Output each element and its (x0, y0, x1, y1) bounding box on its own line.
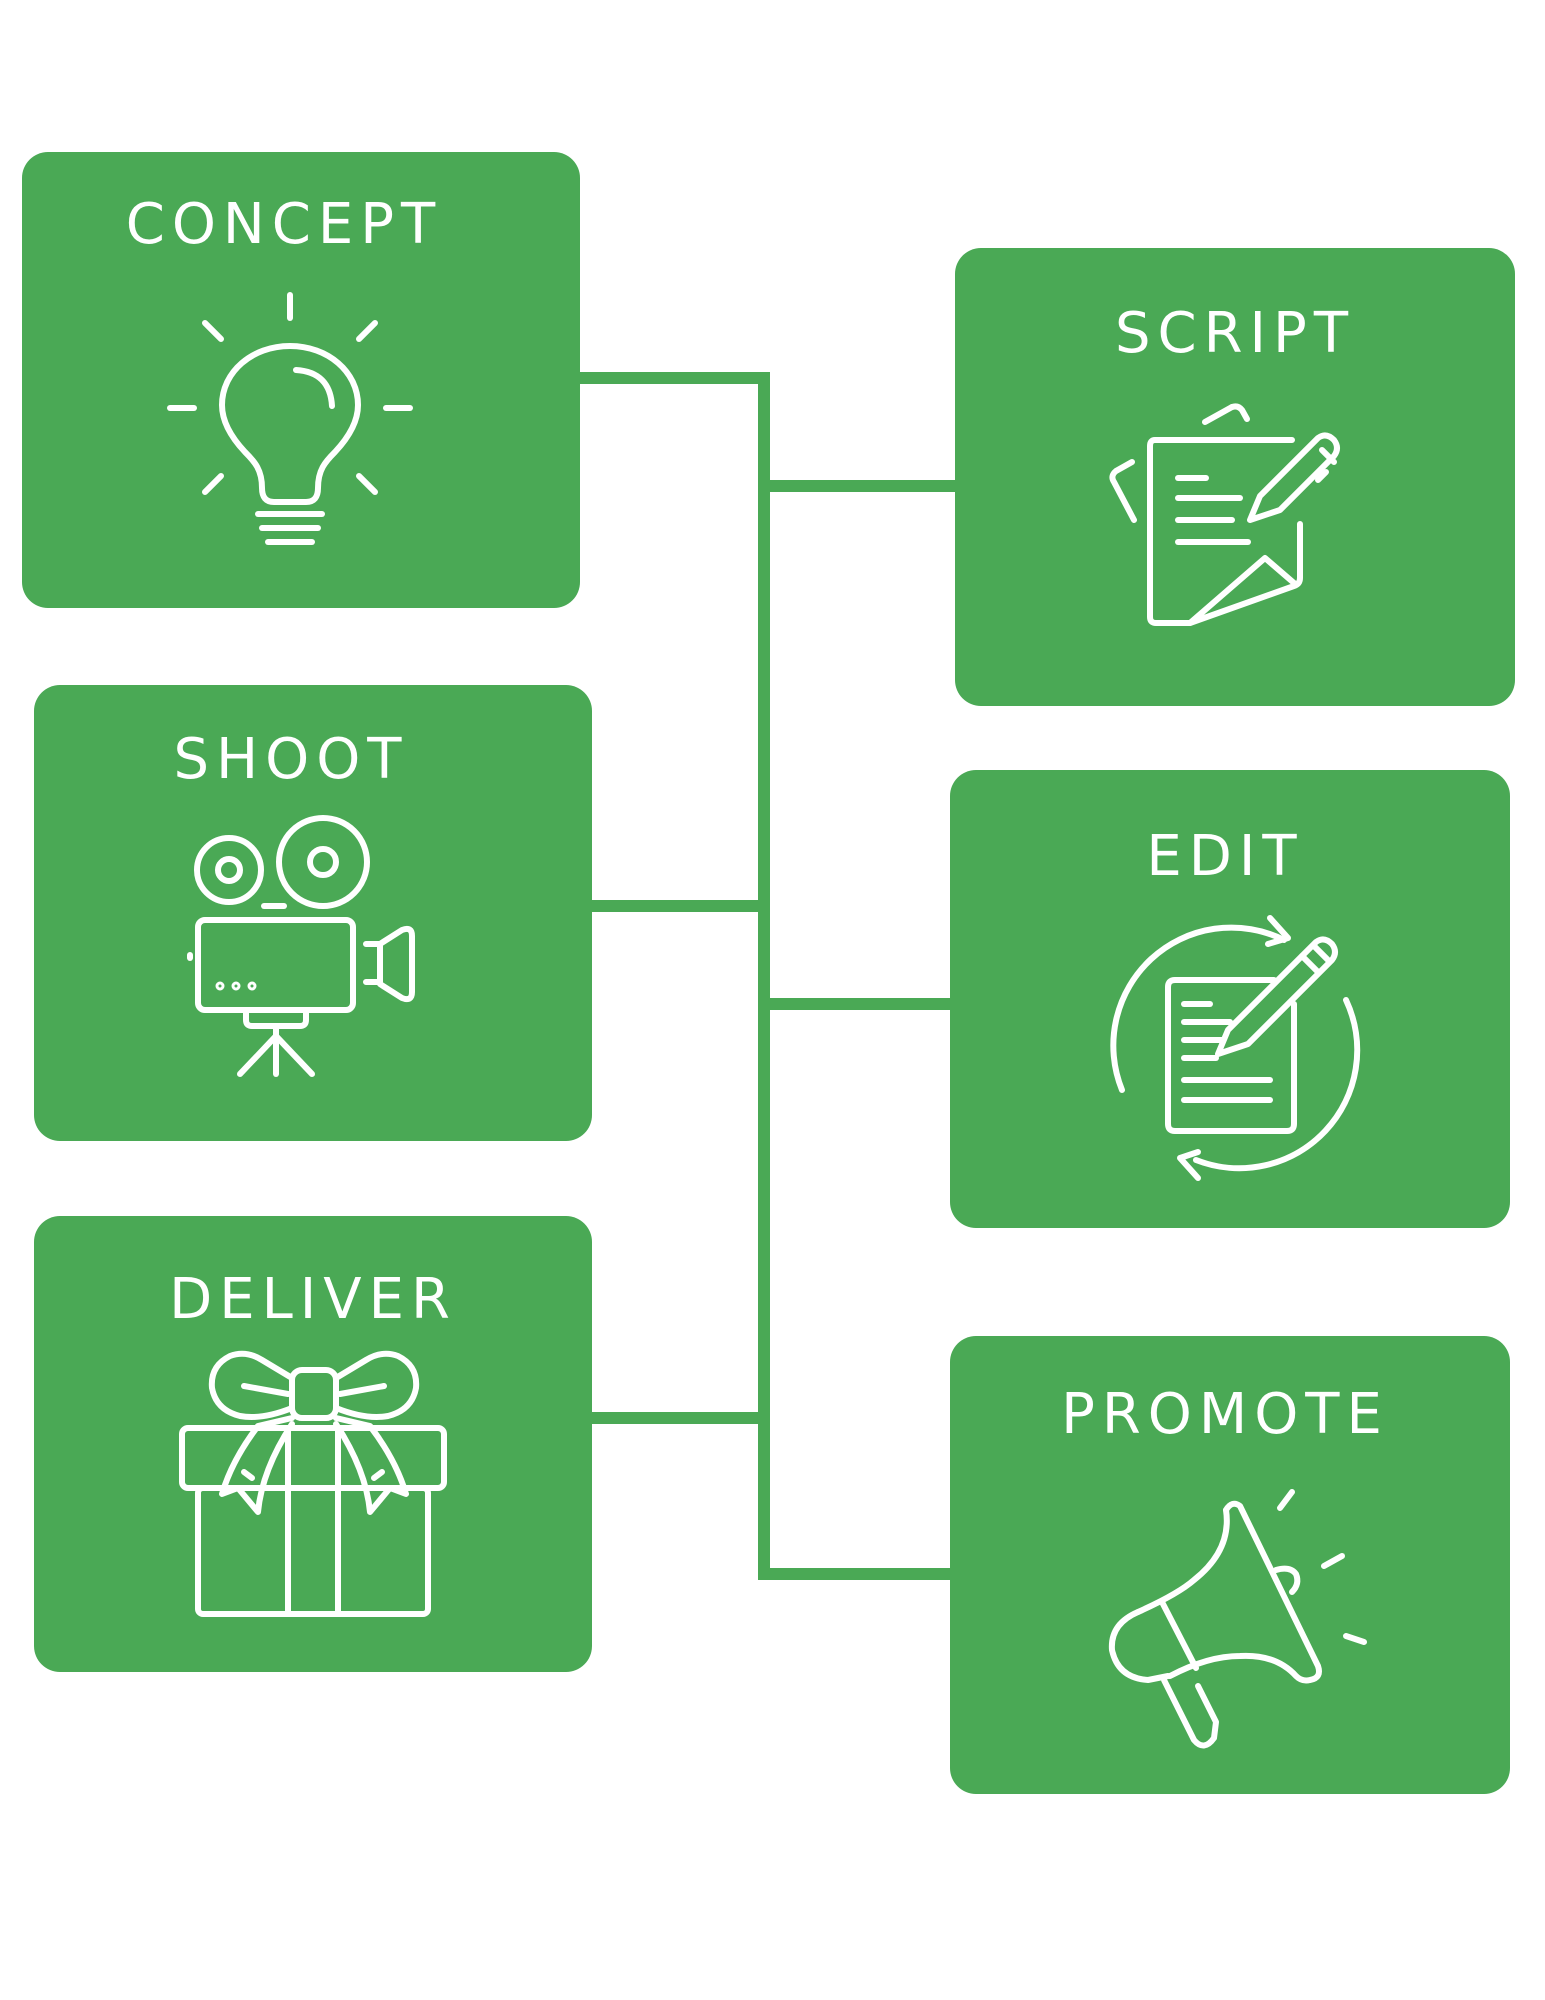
megaphone-icon (1108, 1489, 1367, 1749)
movie-camera-icon (187, 815, 415, 1077)
edit-document-icon (1110, 915, 1361, 1181)
stage-card-concept: CONCEPT (22, 152, 580, 608)
gift-box-icon (179, 1350, 447, 1617)
stage-card-deliver: DELIVER (34, 1216, 592, 1672)
card-background (22, 152, 580, 608)
stage-title-shoot: SHOOT (173, 727, 408, 792)
stage-title-script: SCRIPT (1115, 301, 1355, 366)
card-background (950, 1336, 1510, 1794)
connector-lines (570, 372, 965, 1580)
stage-card-edit: EDIT (950, 770, 1510, 1228)
stage-title-deliver: DELIVER (169, 1267, 457, 1332)
stage-card-script: SCRIPT (955, 248, 1515, 706)
script-document-icon (1109, 403, 1340, 626)
card-background (34, 1216, 592, 1672)
stage-card-promote: PROMOTE (950, 1336, 1510, 1794)
stage-card-shoot: SHOOT (34, 685, 592, 1141)
card-background (34, 685, 592, 1141)
card-background (950, 770, 1510, 1228)
stage-title-edit: EDIT (1146, 824, 1303, 889)
stage-title-promote: PROMOTE (1061, 1382, 1389, 1447)
card-background (955, 248, 1515, 706)
lightbulb-icon (167, 292, 413, 545)
stage-title-concept: CONCEPT (126, 192, 443, 257)
